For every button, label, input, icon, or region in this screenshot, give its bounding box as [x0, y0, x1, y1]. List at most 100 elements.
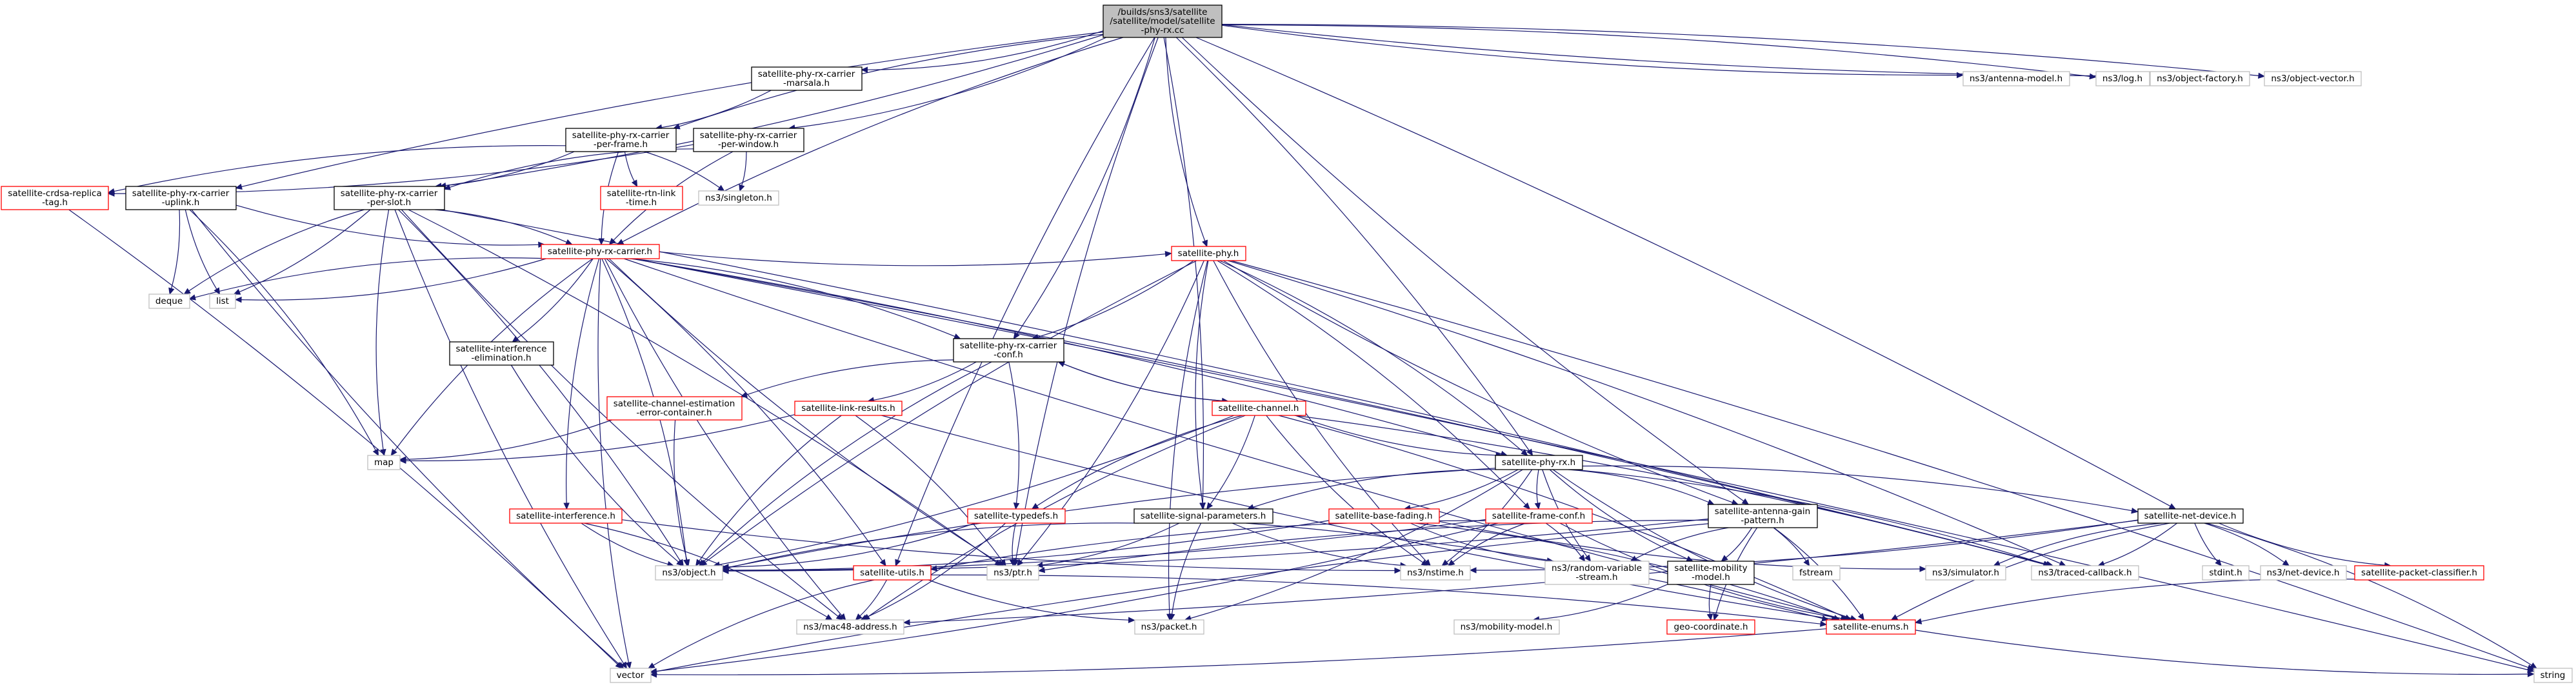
- edge-line: [746, 359, 954, 395]
- node-antmodel: ns3/antenna-model.h: [1962, 71, 2070, 86]
- edge-frameconf-to-randomvar: [1545, 523, 1586, 562]
- edge-line: [1221, 25, 1957, 76]
- node-carrier[interactable]: satellite-phy-rx-carrier.h: [541, 244, 660, 259]
- arrow-head-icon: [563, 503, 570, 510]
- edge-line: [566, 258, 600, 504]
- edge-line: [1210, 415, 1255, 505]
- node-box: [541, 244, 660, 259]
- edge-line: [656, 628, 1827, 675]
- edge-line: [2206, 523, 2532, 666]
- edge-perslot-to-map: [375, 209, 390, 457]
- node-box: [698, 190, 779, 206]
- edge-line: [2103, 523, 2177, 564]
- node-root[interactable]: /builds/sns3/satellite/satellite/model/s…: [1103, 5, 1223, 38]
- edge-line: [928, 579, 1129, 621]
- node-label: deque: [155, 296, 183, 306]
- arrow-head-icon: [1013, 503, 1020, 510]
- edge-carrier-to-utils: [606, 258, 886, 566]
- edge-line: [1228, 260, 2061, 564]
- node-label: ns3/log.h: [2102, 74, 2142, 84]
- arrow-head-icon: [621, 661, 628, 670]
- node-interf[interactable]: satellite-interference.h: [509, 508, 623, 524]
- edge-satphy-to-sigparams: [1195, 260, 1209, 510]
- node-perwindow[interactable]: satellite-phy-rx-carrier-per-window.h: [693, 128, 804, 152]
- edge-line: [408, 209, 997, 563]
- edge-line: [699, 415, 842, 561]
- node-marsala[interactable]: satellite-phy-rx-carrier-marsala.h: [751, 66, 863, 91]
- edge-satphy-to-phyrx: [1219, 260, 1528, 456]
- edge-line: [930, 574, 1821, 624]
- arrow-head-icon: [953, 333, 961, 339]
- node-sigparams[interactable]: satellite-signal-parameters.h: [1133, 508, 1273, 524]
- edge-crdsa-to-vector: [68, 209, 623, 669]
- arrow-head-icon: [1441, 559, 1449, 566]
- node-label: ns3/object.h: [662, 568, 715, 578]
- node-chanest[interactable]: satellite-channel-estimation-error-conta…: [606, 396, 743, 421]
- edge-line: [1708, 584, 1712, 615]
- node-label: satellite-link-results.h: [801, 403, 895, 413]
- node-pktclass[interactable]: satellite-packet-classifier.h: [2354, 565, 2484, 581]
- edge-line: [1213, 260, 1427, 562]
- node-interfelim[interactable]: satellite-interference-elimination.h: [449, 341, 554, 366]
- node-linkres[interactable]: satellite-link-results.h: [794, 401, 903, 416]
- node-satchannel[interactable]: satellite-channel.h: [1212, 401, 1306, 416]
- arrow-head-icon: [1448, 559, 1455, 566]
- node-antenna[interactable]: satellite-antenna-gain-pattern.h: [1708, 504, 1818, 528]
- edge-sigparams-to-packet: [1169, 523, 1202, 621]
- node-carrierconf[interactable]: satellite-phy-rx-carrier-conf.h: [953, 338, 1064, 363]
- node-crdsa[interactable]: satellite-crdsa-replica-tag.h: [1, 186, 109, 210]
- arrow-head-icon: [1957, 72, 1964, 79]
- node-rtnlink[interactable]: satellite-rtn-link-time.h: [600, 186, 683, 210]
- arrow-head-icon: [1164, 250, 1172, 257]
- edge-line: [235, 204, 539, 246]
- node-box: [1212, 401, 1306, 416]
- node-perframe[interactable]: satellite-phy-rx-carrier-per-frame.h: [565, 128, 677, 152]
- node-label: -phy-rx.cc: [1141, 25, 1184, 35]
- edge-utils-to-packet: [928, 579, 1135, 623]
- node-basefading[interactable]: satellite-base-fading.h: [1328, 508, 1440, 524]
- node-label: stdint.h: [2209, 568, 2242, 578]
- edge-line: [855, 415, 1003, 562]
- node-typedefs[interactable]: satellite-typedefs.h: [967, 508, 1066, 524]
- edge-line: [401, 209, 839, 617]
- arrow-head-icon: [1057, 361, 1066, 368]
- edge-line: [866, 523, 1006, 618]
- edge-line: [1539, 584, 1668, 620]
- edge-perframe-to-rtnlink: [624, 151, 638, 188]
- edge-line: [1439, 521, 1921, 570]
- edge-line: [1552, 469, 1852, 619]
- node-phyrx[interactable]: satellite-phy-rx.h: [1495, 455, 1583, 470]
- arrow-head-icon: [390, 448, 397, 456]
- node-enums[interactable]: satellite-enums.h: [1826, 619, 1916, 635]
- arrow-head-icon: [2168, 503, 2177, 510]
- node-utils[interactable]: satellite-utils.h: [853, 565, 932, 581]
- edge-perwindow-to-singleton: [739, 151, 747, 192]
- node-box: [606, 396, 743, 421]
- node-box: [1, 186, 109, 210]
- node-netdevice[interactable]: satellite-net-device.h: [2137, 508, 2244, 524]
- node-vector: vector: [610, 668, 652, 683]
- edge-utils-to-mac48: [855, 579, 888, 621]
- node-box: [334, 186, 445, 210]
- edge-line: [1012, 523, 1016, 561]
- edge-perframe-to-perslot: [434, 151, 575, 189]
- node-satphy[interactable]: satellite-phy.h: [1171, 246, 1246, 261]
- node-mobility[interactable]: satellite-mobility-model.h: [1667, 561, 1755, 585]
- node-uplink[interactable]: satellite-phy-rx-carrier-uplink.h: [125, 186, 237, 210]
- node-label: ns3/mac48-address.h: [803, 622, 897, 632]
- node-perslot[interactable]: satellite-phy-rx-carrier-per-slot.h: [334, 186, 445, 210]
- node-objfactory: ns3/object-factory.h: [2150, 71, 2250, 86]
- node-tracedcb: ns3/traced-callback.h: [2031, 565, 2139, 581]
- arrow-head-icon: [1521, 449, 1528, 456]
- node-label: satellite-crdsa-replica: [8, 188, 101, 199]
- node-frameconf[interactable]: satellite-frame-conf.h: [1485, 508, 1593, 524]
- edge-line: [632, 258, 2528, 671]
- edge-perframe-to-singleton: [644, 151, 725, 192]
- edge-line: [189, 209, 376, 451]
- node-label: satellite-rtn-link: [607, 188, 676, 199]
- edge-line: [114, 145, 566, 192]
- node-geocoord[interactable]: geo-coordinate.h: [1666, 619, 1755, 635]
- arrow-head-icon: [1035, 562, 1043, 568]
- edge-phyrx-to-frameconf: [1534, 469, 1541, 510]
